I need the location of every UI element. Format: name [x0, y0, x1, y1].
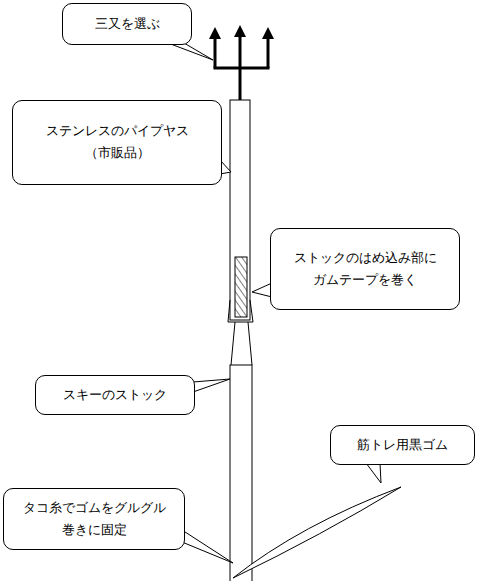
tape-wrap: [235, 257, 247, 317]
callout-text: 筋トレ用黒ゴム: [357, 434, 448, 456]
ski-pole: [230, 322, 252, 581]
trident: [214, 34, 270, 101]
callout-text: タコ糸でゴムをグルグル 巻きに固定: [12, 497, 176, 541]
callout-text: ストックのはめ込み部に ガムテープを巻く: [279, 247, 451, 291]
rubber-band: [233, 487, 401, 578]
callout-text: 三又を選ぶ: [95, 13, 160, 35]
callout-box: ストックのはめ込み部に ガムテープを巻く: [270, 228, 460, 310]
pipe-flare: [228, 300, 253, 322]
callout-box: 筋トレ用黒ゴム: [330, 425, 475, 465]
callout-text: スキーのストック: [63, 384, 167, 406]
callout-box: タコ糸でゴムをグルグル 巻きに固定: [3, 488, 185, 550]
trident-tips: [209, 25, 274, 39]
callout-box: スキーのストック: [35, 375, 195, 415]
callout-box: 三又を選ぶ: [62, 3, 192, 45]
callout-box: ステンレスのパイプヤス （市販品）: [12, 100, 222, 185]
callout-text: ステンレスのパイプヤス （市販品）: [21, 120, 213, 164]
pipe: [230, 100, 250, 320]
